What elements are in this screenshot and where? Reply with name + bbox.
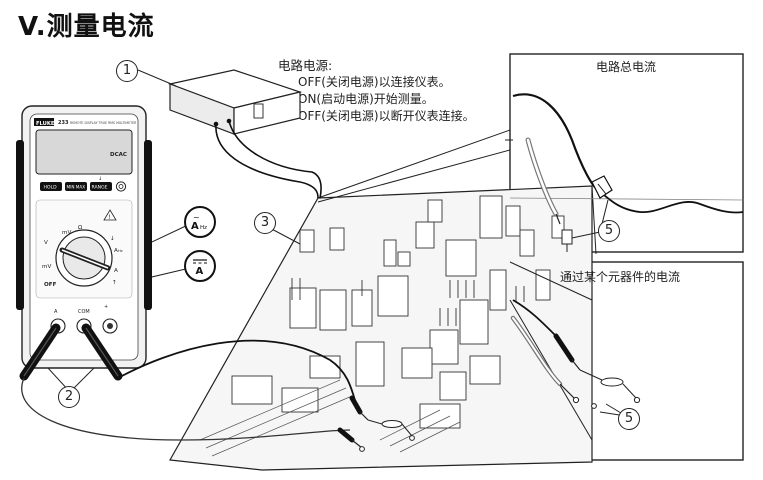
dial-label-hz: Hz [118,249,123,253]
dial-label-v-ac: V [44,240,48,246]
power-note-line-2: ON(启动电源)开始测量。 [298,92,434,106]
dial-label-diode: ↓ [110,235,115,242]
meter-probes [19,323,415,452]
callout-2: 2 [58,386,80,408]
power-supply [167,69,303,135]
warning-icon [103,209,117,221]
circuit-board [169,185,593,471]
dial-label-v-dc: mV [42,264,51,270]
dial-label-a-ac: A [114,248,118,254]
arrow-down-icon: ↓ [98,176,102,182]
callout-5-top: 5 [598,220,620,242]
hold-button[interactable] [40,182,62,191]
dial-labels: Ω mV V mV OFF A Hz A ↓ ↑ [42,225,123,288]
min-max-button[interactable] [65,182,87,191]
range-button-label: RANGE [92,185,108,191]
dial-label-off: OFF [44,282,57,288]
dial-label-a-dc: A [114,268,118,274]
range-button[interactable] [90,182,112,191]
callout-5-bottom: 5 [618,408,640,430]
power-switch-icon [253,103,264,119]
callout-3: 3 [254,212,276,234]
power-note-line-3: OFF(关闭电源)以断开仪表连接。 [298,109,475,123]
svg-text:!: ! [108,214,110,221]
power-leads [215,120,322,199]
terminal-com-label: COM [78,309,90,315]
meter-model: 233 [58,120,69,126]
panel-total-current-title: 电路总电流 [596,60,657,74]
power-note-heading: 电路电源: [278,58,333,73]
meter-model-sub: REMOTE DISPLAY TRUE RMS MULTIMETER [70,121,137,125]
terminal-v-label: + [104,304,108,310]
sun-icon [118,184,124,189]
multimeter: FLUKE 233 REMOTE DISPLAY TRUE RMS MULTIM… [16,105,152,369]
panel-total-current-frame [509,53,744,253]
meter-brand: FLUKE [36,121,55,127]
min-max-button-label: MIN MAX [67,185,86,190]
panel-total-current-art [509,93,744,252]
meter-display-mode: DCAC [110,152,127,158]
dial-label-ohm: Ω [78,225,83,231]
callout-1: 1 [116,60,138,82]
meter-screen [35,129,133,175]
page-title: V.测量电流 [18,12,155,42]
power-note: 电路电源: OFF(关闭电源)以连接仪表。 ON(启动电源)开始测量。 OFF(… [278,57,475,125]
panel-component-current-title: 通过某个元器件的电流 [560,270,681,284]
hold-button-label: HOLD [44,185,58,191]
backlight-button[interactable] [115,181,127,192]
terminal-a-label: A [54,309,58,315]
meter-buttons: HOLD MIN MAX RANGE ↓ [40,176,127,192]
power-note-line-1: OFF(关闭电源)以连接仪表。 [298,75,451,89]
dial-label-temp: ↑ [112,279,117,286]
dial-label-mv: mV [62,230,71,236]
panel-component-current-art [510,299,641,409]
